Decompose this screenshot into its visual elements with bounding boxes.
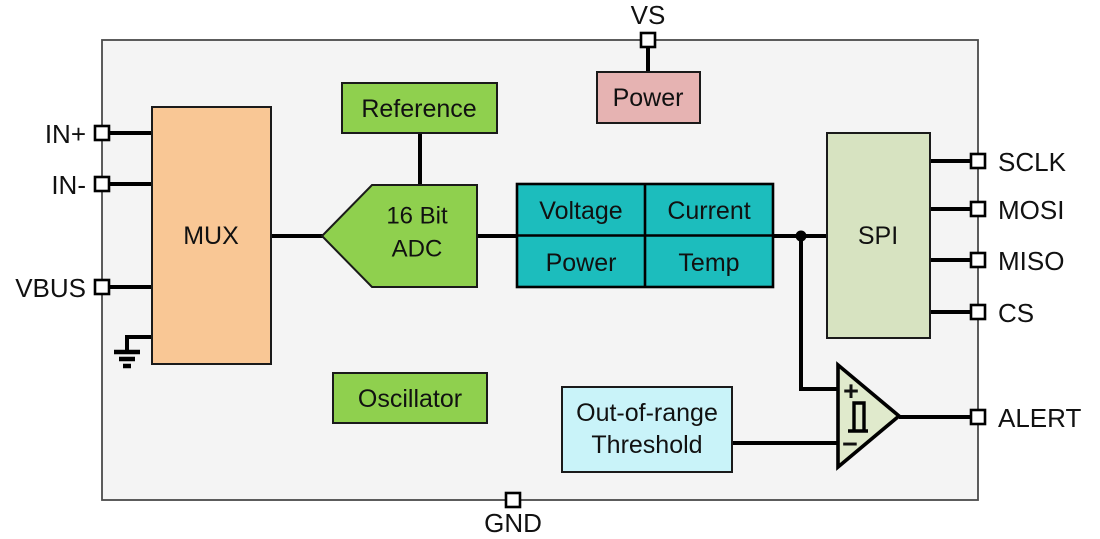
- oscillator-block: [332, 372, 488, 424]
- results-table: Voltage Current Power Temp: [515, 182, 775, 289]
- sclk-pin-label: SCLK: [998, 147, 1067, 177]
- hysteresis-icon: [848, 401, 868, 433]
- power-block: [596, 71, 701, 124]
- pin-squares: [93, 31, 987, 509]
- reference-block: [341, 82, 498, 134]
- threshold-block: [561, 386, 733, 473]
- vs-pin-label: VS: [631, 0, 666, 30]
- miso-pin-label: MISO: [998, 246, 1064, 276]
- comparator-minus-input-label: −: [842, 429, 858, 459]
- mux-block: [151, 106, 272, 365]
- table-cell-voltage: Voltage: [539, 197, 622, 225]
- wire-branch-to-comparator-plus: [799, 236, 838, 391]
- table-cell-temp: Temp: [678, 249, 739, 277]
- sclk-pin: [969, 152, 987, 170]
- cs-pin-label: CS: [998, 298, 1034, 328]
- adc-block: [320, 184, 478, 288]
- adc-block-label-line1: 16 Bit: [386, 203, 448, 230]
- alert-pin: [969, 408, 987, 426]
- threshold-block-label-line1: Out-of-range: [576, 399, 718, 427]
- miso-pin: [969, 251, 987, 269]
- power-block-label: Power: [613, 84, 684, 112]
- comparator: + −: [836, 361, 902, 471]
- alert-pin-label: ALERT: [998, 403, 1081, 433]
- comparator-triangle: [836, 361, 902, 471]
- wire-mux-to-ground: [125, 335, 152, 350]
- vbus-pin-label: VBUS: [15, 273, 86, 303]
- oscillator-block-label: Oscillator: [358, 385, 462, 413]
- in-minus-pin-label: IN-: [51, 170, 86, 200]
- reference-block-label: Reference: [361, 95, 476, 123]
- cs-pin: [969, 303, 987, 321]
- vs-pin: [639, 31, 657, 49]
- table-cell-power: Power: [546, 249, 617, 277]
- wire-junction-dot: [795, 230, 807, 242]
- table-cell-current: Current: [667, 197, 750, 225]
- comparator-plus-input-label: +: [843, 376, 859, 406]
- gnd-pin: [504, 491, 522, 509]
- in-plus-pin-label: IN+: [45, 119, 86, 149]
- ground-symbol-icon: [114, 349, 140, 369]
- mosi-pin-label: MOSI: [998, 195, 1064, 225]
- in-plus-pin: [93, 124, 111, 142]
- adc-block-label-line2: ADC: [392, 236, 443, 263]
- spi-block-label: SPI: [858, 222, 898, 250]
- spi-block: [826, 132, 931, 339]
- threshold-block-label-line2: Threshold: [591, 431, 702, 459]
- in-minus-pin: [93, 175, 111, 193]
- mosi-pin: [969, 200, 987, 218]
- vbus-pin: [93, 278, 111, 296]
- mux-block-label: MUX: [183, 222, 239, 250]
- gnd-pin-label: GND: [484, 508, 542, 538]
